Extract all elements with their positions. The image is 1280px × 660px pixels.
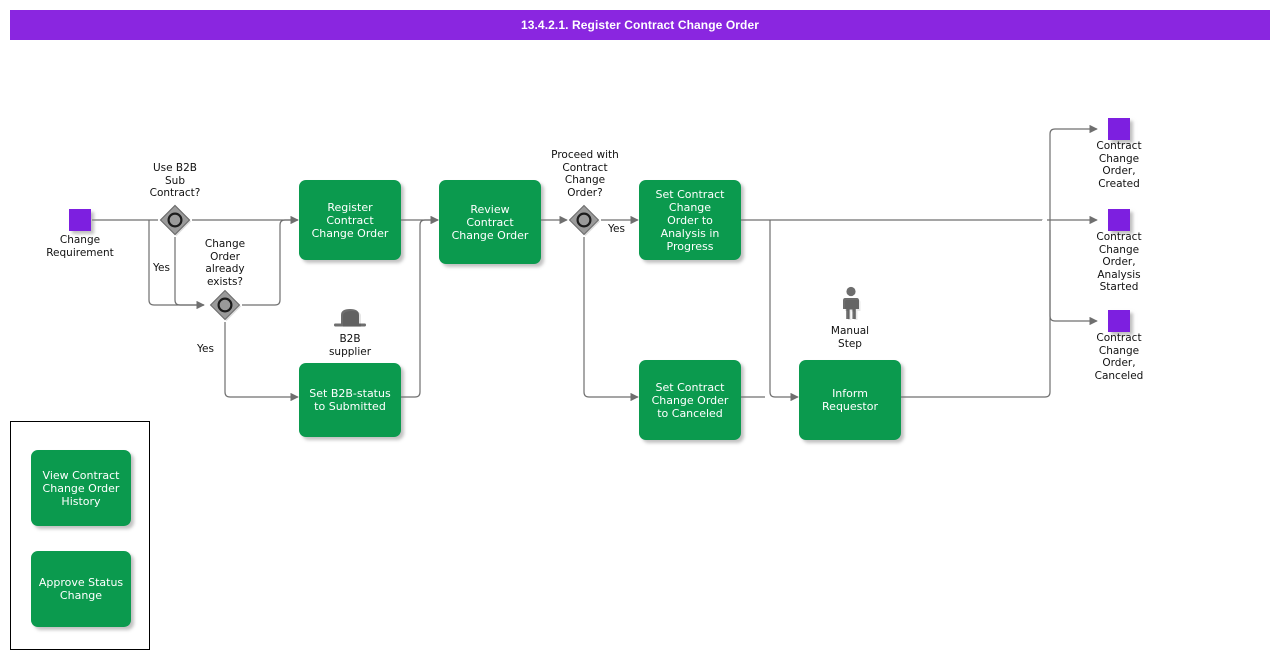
flow-label-yes-proceed: Yes [608, 223, 625, 235]
task-register-contract-change-order[interactable]: Register Contract Change Order [299, 180, 401, 260]
manual-step-label: Manual Step [830, 325, 870, 350]
task-set-cco-to-canceled[interactable]: Set Contract Change Order to Canceled [639, 360, 741, 440]
inclusive-gateway-icon [568, 204, 600, 236]
gateway-change-order-already-exists[interactable] [208, 288, 242, 322]
flow-gw-exists-yes-to-set-b2b [224, 322, 299, 402]
gateway-label-change-order-exists: Change Order already exists? [204, 238, 246, 288]
end-event-contract-change-order-created[interactable] [1108, 118, 1130, 140]
task-label: Review Contract Change Order [451, 202, 529, 242]
legend-task-view-contract-change-order-history[interactable]: View Contract Change Order History [31, 450, 131, 526]
legend-task-approve-status-change[interactable]: Approve Status Change [31, 551, 131, 627]
task-label: Register Contract Change Order [311, 200, 389, 240]
task-label: Set Contract Change Order to Canceled [651, 380, 729, 420]
manual-step-marker [836, 286, 866, 324]
task-set-b2b-status-to-submitted[interactable]: Set B2B-status to Submitted [299, 363, 401, 437]
legend-panel: View Contract Change Order History Appro… [10, 421, 150, 650]
flow-inform-to-end-column [901, 230, 1051, 398]
start-event-label: Change Requirement [46, 234, 114, 259]
flow-label-yes-change-order-exists: Yes [197, 343, 214, 355]
gateway-use-b2b-sub-contract[interactable] [158, 203, 192, 237]
flow-analysis-branch-to-inform [769, 220, 799, 402]
flow-set-b2b-to-review [401, 215, 439, 398]
inclusive-gateway-icon [159, 204, 191, 236]
end-event-contract-change-order-analysis-started[interactable] [1108, 209, 1130, 231]
b2b-supplier-marker [330, 306, 370, 334]
page-title: 13.4.2.1. Register Contract Change Order [520, 18, 760, 32]
flow-start-branch-to-gw-exists [148, 220, 204, 306]
task-label: Set B2B-status to Submitted [309, 387, 391, 413]
flow-label-yes-use-b2b: Yes [153, 262, 170, 274]
task-label: Approve Status Change [38, 576, 124, 602]
flow-to-end-created [1049, 124, 1098, 220]
person-icon [843, 286, 861, 321]
supplier-hat-icon [334, 309, 366, 327]
inclusive-gateway-icon [209, 289, 241, 321]
task-label: Set Contract Change Order to Analysis in… [655, 187, 725, 253]
flow-gw-exists-to-register [242, 219, 298, 306]
task-inform-requestor[interactable]: Inform Requestor [799, 360, 901, 440]
end-event-created-label: Contract Change Order, Created [1096, 140, 1142, 190]
start-event-change-requirement[interactable] [69, 209, 91, 231]
end-event-contract-change-order-canceled[interactable] [1108, 310, 1130, 332]
page-title-bar: 13.4.2.1. Register Contract Change Order [10, 10, 1270, 40]
gateway-label-use-b2b-sub-contract: Use B2B Sub Contract? [149, 162, 201, 199]
flow-gw-proceed-to-canceled [583, 237, 639, 402]
end-event-analysis-started-label: Contract Change Order, Analysis Started [1096, 231, 1142, 293]
task-set-cco-analysis-in-progress[interactable]: Set Contract Change Order to Analysis in… [639, 180, 741, 260]
task-review-contract-change-order[interactable]: Review Contract Change Order [439, 180, 541, 264]
task-label: View Contract Change Order History [42, 468, 120, 508]
gateway-label-proceed-with-cco: Proceed with Contract Change Order? [551, 149, 619, 199]
gateway-proceed-with-contract-change-order[interactable] [567, 203, 601, 237]
task-label: Inform Requestor [822, 387, 878, 413]
end-event-canceled-label: Contract Change Order, Canceled [1094, 332, 1144, 382]
b2b-supplier-label: B2B supplier [328, 333, 372, 358]
